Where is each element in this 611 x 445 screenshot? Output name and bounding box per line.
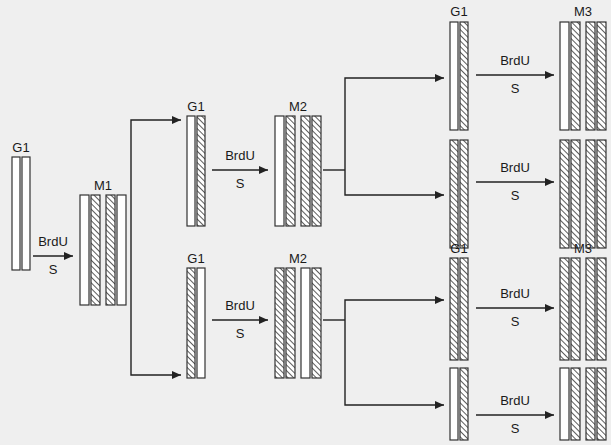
stage-label: M3 xyxy=(574,4,592,19)
stage-label: BrdU xyxy=(38,234,68,249)
stage-label: BrdU xyxy=(500,53,530,68)
stage-label: M3 xyxy=(574,241,592,256)
stage-label: S xyxy=(511,421,520,436)
stage-label: G1 xyxy=(450,4,467,19)
stage-label: BrdU xyxy=(500,393,530,408)
chromatid-strands xyxy=(12,22,606,440)
stage-label: S xyxy=(511,188,520,203)
stage-label: S xyxy=(236,326,245,341)
stage-label: G1 xyxy=(187,99,204,114)
stage-label: M1 xyxy=(94,178,112,193)
process-arrows xyxy=(33,75,554,415)
stage-label: G1 xyxy=(187,251,204,266)
stage-label: BrdU xyxy=(225,148,255,163)
stage-label: S xyxy=(49,262,58,277)
stage-label: G1 xyxy=(12,140,29,155)
stage-label: M2 xyxy=(289,251,307,266)
stage-label: BrdU xyxy=(500,160,530,175)
stage-label: BrdU xyxy=(500,286,530,301)
stage-label: S xyxy=(236,176,245,191)
stage-label: S xyxy=(511,314,520,329)
stage-label: S xyxy=(511,81,520,96)
stage-label: BrdU xyxy=(225,298,255,313)
stage-label: M2 xyxy=(289,99,307,114)
stage-label: G1 xyxy=(450,241,467,256)
